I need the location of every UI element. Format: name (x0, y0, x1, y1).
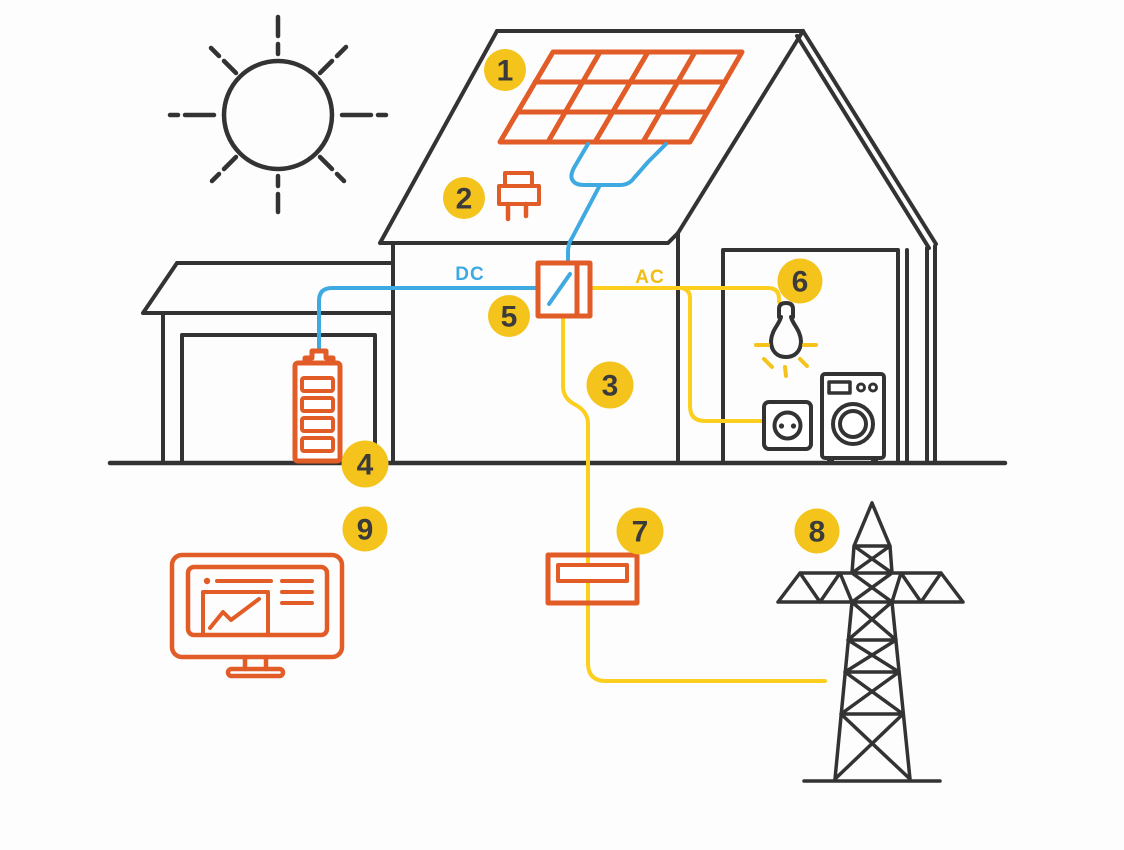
grid-export-wire (561, 314, 827, 683)
badge-4-number: 4 (357, 449, 374, 482)
solar-panel-grid (515, 49, 728, 145)
badge-2-number: 2 (456, 183, 473, 216)
badge-1: 1 (484, 49, 526, 91)
badge-5-number: 5 (501, 301, 518, 334)
sun-icon (167, 14, 389, 215)
connector-plug-icon (497, 171, 541, 222)
battery-icon (292, 348, 343, 464)
dc-wire (317, 142, 668, 354)
solar-panel-icon (497, 49, 745, 145)
screen-text-lines (280, 579, 314, 605)
badge-9: 9 (342, 506, 388, 552)
badge-9-number: 9 (357, 514, 374, 547)
badge-5: 5 (488, 295, 530, 337)
garage-door (180, 333, 377, 463)
screen-chart-line (208, 597, 261, 630)
badge-1-number: 1 (497, 55, 514, 88)
ac-wire (561, 286, 827, 683)
badge-7: 7 (616, 507, 664, 555)
badge-6-number: 6 (792, 266, 809, 299)
outlet-branch-wire (680, 286, 765, 423)
monitoring-screen-icon (169, 552, 345, 679)
light-rays (754, 343, 818, 378)
badge-2: 2 (443, 177, 485, 219)
transmission-tower-icon (776, 501, 965, 783)
badge-3: 3 (586, 361, 634, 409)
battery-dc-wire (317, 286, 540, 354)
badge-8: 8 (794, 508, 840, 554)
ac-label: AC (635, 267, 664, 288)
washing-machine-icon (820, 372, 886, 463)
electricity-meter-icon (545, 552, 640, 606)
inverter-icon (535, 260, 593, 319)
badge-3-number: 3 (602, 370, 619, 403)
badge-4: 4 (341, 440, 389, 488)
badge-8-number: 8 (809, 516, 826, 549)
interior-room-wall (721, 248, 909, 465)
lightbulb-icon (754, 301, 818, 378)
dc-label: DC (455, 264, 484, 285)
power-outlet-icon (762, 400, 813, 451)
badge-7-number: 7 (632, 516, 649, 549)
garage-outline (141, 261, 395, 465)
house-outline (378, 29, 938, 465)
badge-6: 6 (777, 258, 823, 304)
